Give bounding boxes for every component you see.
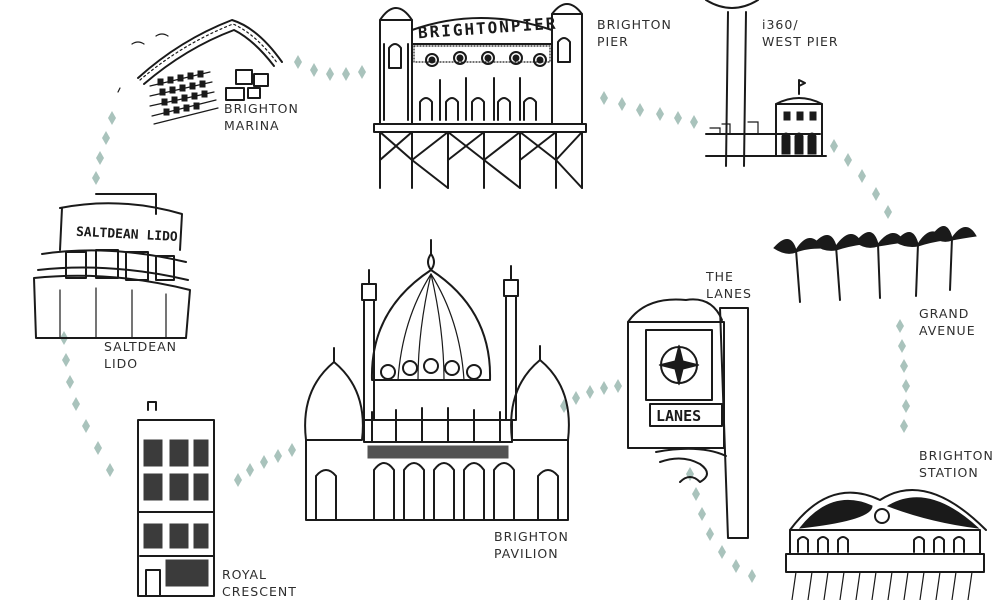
the-lanes-drawing: LANES	[627, 298, 749, 539]
grand-avenue-drawing	[773, 226, 977, 303]
route-dot	[600, 381, 608, 395]
label-i360-west-pier: i360/ WEST PIER	[762, 17, 839, 49]
route-dot	[674, 111, 682, 125]
route-dot	[72, 397, 80, 411]
label-brighton-marina: BRIGHTON MARINA	[224, 101, 299, 133]
label-grand-avenue: GRAND AVENUE	[919, 306, 976, 338]
route-dot	[884, 205, 892, 219]
brighton-station-drawing	[785, 489, 987, 600]
route-dot	[706, 527, 714, 541]
route-dot	[572, 391, 580, 405]
route-dot	[900, 419, 908, 433]
route-dot	[92, 171, 100, 185]
route-dot	[718, 545, 726, 559]
route-dot	[600, 91, 608, 105]
brighton-marina-drawing	[117, 19, 283, 125]
route-dot	[586, 385, 594, 399]
route-path	[60, 55, 910, 583]
route-dot	[618, 97, 626, 111]
route-dot	[902, 399, 910, 413]
route-dot	[94, 441, 102, 455]
label-brighton-pavilion: BRIGHTON PAVILION	[494, 529, 569, 561]
route-dot	[310, 63, 318, 77]
lanes-sign-text: LANES	[656, 407, 701, 425]
route-dot	[732, 559, 740, 573]
route-dot	[82, 419, 90, 433]
route-dot	[294, 55, 302, 69]
route-dot	[690, 115, 698, 129]
route-dot	[902, 379, 910, 393]
route-dot	[358, 65, 366, 79]
route-dot	[106, 463, 114, 477]
route-dot	[636, 103, 644, 117]
route-dot	[656, 107, 664, 121]
route-dot	[692, 487, 700, 501]
route-dot	[898, 339, 906, 353]
route-dot	[872, 187, 880, 201]
brighton-pier-drawing: BRIGHTONPIER	[373, 3, 587, 189]
route-dot	[66, 375, 74, 389]
label-saltdean-lido: SALTDEAN LIDO	[104, 339, 178, 371]
route-dot	[342, 67, 350, 81]
label-brighton-pier: BRIGHTON PIER	[597, 17, 672, 49]
route-dot	[108, 111, 116, 125]
route-dot	[326, 67, 334, 81]
route-dot	[96, 151, 104, 165]
route-dot	[896, 319, 904, 333]
route-dot	[102, 131, 110, 145]
route-dot	[748, 569, 756, 583]
route-dot	[234, 473, 242, 487]
brighton-pavilion-drawing	[304, 239, 570, 521]
lido-sign-text: SALTDEAN LIDO	[76, 225, 179, 245]
route-dot	[614, 379, 622, 393]
label-the-lanes: THE LANES	[706, 269, 752, 301]
route-dot	[288, 443, 296, 457]
route-dot	[274, 449, 282, 463]
label-brighton-station: BRIGHTON STATION	[919, 448, 994, 480]
route-dot	[900, 359, 908, 373]
label-royal-crescent: ROYAL CRESCENT	[222, 567, 297, 599]
royal-crescent-drawing	[137, 401, 215, 597]
route-dot	[844, 153, 852, 167]
route-dot	[858, 169, 866, 183]
route-dot	[246, 463, 254, 477]
route-dot	[62, 353, 70, 367]
i360-west-pier-drawing	[705, 0, 827, 167]
route-dot	[830, 139, 838, 153]
route-dot	[686, 467, 694, 481]
route-dot	[698, 507, 706, 521]
route-dot	[260, 455, 268, 469]
saltdean-lido-drawing: SALTDEAN LIDO	[33, 193, 191, 339]
pier-sign-text: BRIGHTONPIER	[417, 14, 558, 43]
